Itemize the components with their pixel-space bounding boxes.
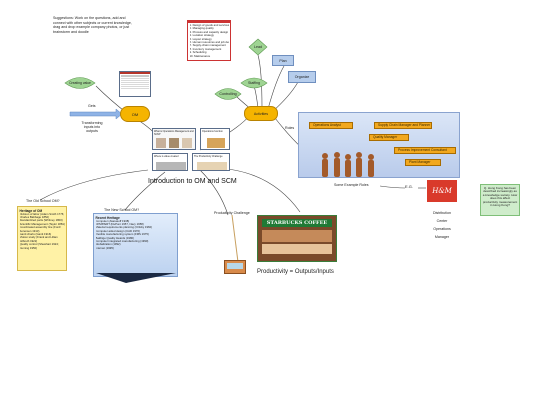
old-school-label: The Old School OM? <box>26 199 60 203</box>
lead-node[interactable]: Lead <box>248 38 268 56</box>
old-school-item: Gantt charts (Gantt 1916) <box>19 232 52 236</box>
hm-logo-text: H&M <box>432 187 452 195</box>
activities-label: Activities <box>253 112 269 116</box>
some-example-roles-caption: Some Example Roles <box>334 183 369 187</box>
productivity-formula: Productivity = Outputs/Inputs <box>257 269 334 275</box>
controlling-node[interactable]: Controlling <box>214 86 242 102</box>
intro-collage[interactable]: What is Operations Management and SCM? O… <box>150 128 234 174</box>
role-flag-operations-analyst: Operations Analyst <box>309 122 353 129</box>
gets-label: Gets <box>88 104 96 108</box>
roles-panel[interactable]: Operations Analyst Supply Chain Manager … <box>298 112 460 178</box>
role-flag-process-improvement: Process Improvement Consultant <box>394 147 456 154</box>
old-school-item: Sorensen 1913) <box>19 229 40 233</box>
old-school-item: Scientific Management (Taylor 1881) <box>19 222 65 226</box>
staffing-label: Staffing <box>247 81 261 85</box>
collage-pane-om-scm: What is Operations Management and SCM? <box>152 128 196 150</box>
link-roles-eg <box>379 185 406 189</box>
productivity-challenge-label: Productivity Challenge <box>214 211 250 215</box>
new-school-item: Flexible manufacturing system (FMS 1975) <box>95 233 149 237</box>
new-school-list: Computer (Atanasoff 1938)CPM/PERT (DuPon… <box>96 220 176 251</box>
eg-label: E.G. <box>405 184 414 189</box>
new-school-item: Computer integrated manufacturing (1990) <box>95 239 149 243</box>
om-label: OM <box>131 112 139 117</box>
organize-label: Organize <box>294 75 310 79</box>
activities-node[interactable]: Activities <box>244 106 278 121</box>
activity-item: 6. Human resources and job design <box>189 41 229 45</box>
link-activities-plan <box>267 65 285 110</box>
old-school-item: Coordinated assembly line (Ford/ <box>19 226 61 230</box>
transforming-label: Transforming inputs into outputs <box>81 121 103 133</box>
old-school-item: Division of labor (Adam Smith 1776; <box>19 212 65 216</box>
link-intro-coffee <box>214 167 301 213</box>
roles-label: Roles <box>285 126 295 130</box>
productivity-challenge-image <box>224 260 246 274</box>
hm-role-caption: Distribution Center Operations Manager <box>433 211 451 239</box>
activity-item: 2. Managing quality <box>189 27 214 31</box>
collage-pane-value: Where is value created <box>152 153 188 171</box>
plan-node[interactable]: Plan <box>272 55 294 66</box>
creating-value-node[interactable]: Creating value <box>63 75 97 91</box>
activity-item: 4. Location strategy <box>189 34 214 38</box>
controlling-label: Controlling <box>219 92 237 96</box>
intro-title: Introduction to OM and SCM <box>148 178 237 185</box>
suggestion-note: Suggestions: Work on the questions, add … <box>53 16 132 34</box>
question-text: Q. Hong Kong has been described increasi… <box>482 185 518 208</box>
link-intro-old-school <box>39 169 149 201</box>
role-flag-supply-chain: Supply Chain Manager and Planner <box>374 122 432 129</box>
role-flag-quality-manager: Quality Manager <box>369 134 409 141</box>
activity-item: 1. Design of goods and services <box>189 24 229 27</box>
link-intro-productivity <box>199 169 229 216</box>
new-school-heading: Recent Heritage <box>95 215 120 220</box>
leaf-shape <box>64 77 96 89</box>
new-school-item: Material requirements planning (Orlicky … <box>95 226 153 230</box>
activity-item: 5. Layout strategy <box>189 37 212 41</box>
activity-item: 9. Scheduling <box>189 51 207 55</box>
question-note[interactable]: Q. Hong Kong has been described increasi… <box>480 184 520 216</box>
old-school-item: Quality control (Shewhart 1924; <box>19 243 59 247</box>
collage-pane-productivity: The Productivity Challenge <box>192 153 230 171</box>
old-school-item: Standardized parts (Whitney 1800) <box>19 219 63 223</box>
activity-item: 10. Maintenance <box>189 54 211 58</box>
hm-logo: H&M <box>427 180 457 202</box>
activity-item: 3. Process and capacity design <box>189 30 229 34</box>
lead-label: Lead <box>254 45 262 49</box>
staffing-node[interactable]: Staffing <box>240 76 268 90</box>
om-node[interactable]: OM <box>120 106 150 122</box>
starbucks-sign: STARBUCKS COFFEE <box>262 219 332 227</box>
old-school-item: Charles Babbage 1852) <box>19 215 50 219</box>
old-school-item: Deming 1950) <box>19 246 38 250</box>
old-school-card[interactable]: Heritage of OM Division of labor (Adam S… <box>17 206 67 271</box>
old-school-heading: Heritage of OM <box>19 208 43 213</box>
new-school-item: Computer (Atanasoff 1938) <box>95 219 130 223</box>
new-school-item: Internet (1995) <box>95 246 114 250</box>
plan-label: Plan <box>279 59 287 63</box>
organize-node[interactable]: Organize <box>288 71 316 83</box>
old-school-item: Gilbreth 1922) <box>19 239 38 243</box>
activity-item: 8. Inventory management <box>189 47 222 51</box>
collage-pane-operations: Operations function <box>200 128 230 150</box>
people-silhouettes-icon <box>322 152 374 177</box>
new-school-item: Globalization (1992) <box>95 243 121 247</box>
old-school-item: Motion study (Frank and Lillian <box>19 236 58 240</box>
new-school-item: Computer aided design (CAD 1970) <box>95 229 140 233</box>
new-school-label: The New School OM? <box>104 208 140 212</box>
new-school-card[interactable]: Recent Heritage Computer (Atanasoff 1938… <box>93 213 178 277</box>
activity-item: 7. Supply-chain management <box>189 44 226 48</box>
om-input-arrow <box>69 108 123 120</box>
new-school-item: Baldrige Quality Awards (1980) <box>95 236 135 240</box>
new-school-item: CPM/PERT (DuPont 1957, Navy 1958) <box>95 222 144 226</box>
creating-value-label: Creating value <box>69 81 91 85</box>
starbucks-coffee-image[interactable]: STARBUCKS COFFEE <box>257 215 337 262</box>
productivity-challenge-stick <box>231 214 239 263</box>
old-school-list: Division of labor (Adam Smith 1776;Charl… <box>20 213 65 250</box>
new-school-tail-icon <box>96 273 176 283</box>
role-flag-plant-manager: Plant Manager <box>405 159 441 166</box>
form-thumbnail[interactable] <box>119 71 151 97</box>
